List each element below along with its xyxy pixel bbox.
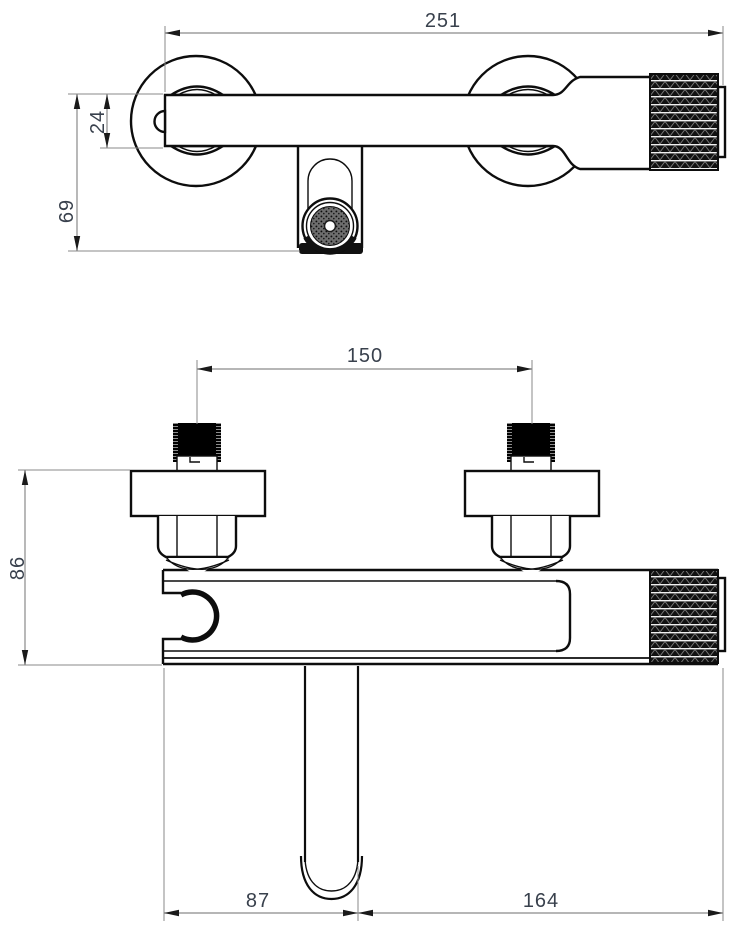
dimension-label-251: 251 bbox=[425, 10, 461, 32]
left-nut-upper-facet bbox=[166, 85, 228, 97]
arrowhead-right bbox=[708, 909, 723, 917]
handle-knurl-top-view bbox=[649, 73, 719, 171]
left-nipple-thread-left bbox=[173, 423, 178, 462]
left-flange bbox=[129, 469, 267, 518]
right-hex-nut bbox=[490, 516, 572, 559]
dimension-label-24: 24 bbox=[87, 110, 109, 134]
arrowhead-left bbox=[358, 909, 373, 917]
dimension-body-height: 24 bbox=[68, 93, 163, 149]
left-nipple-thread-right bbox=[216, 423, 221, 462]
left-nut-lower-chamfer bbox=[177, 145, 217, 153]
right-inlet bbox=[463, 423, 601, 559]
arrowhead-down bbox=[21, 650, 29, 665]
right-olive-connector bbox=[499, 556, 564, 576]
left-collar-step bbox=[189, 457, 200, 463]
faucet-body-top-view bbox=[163, 75, 653, 171]
right-flange bbox=[463, 469, 601, 518]
arrowhead-up bbox=[21, 470, 29, 485]
arrowhead-down bbox=[103, 133, 111, 148]
left-olive-connector bbox=[165, 556, 230, 576]
arrowhead-left bbox=[165, 29, 180, 37]
spout-tube-rounded-top bbox=[307, 158, 353, 212]
dimension-overall-length: 251 bbox=[164, 10, 724, 92]
olive-arc bbox=[165, 556, 230, 570]
arrowhead-right bbox=[517, 365, 532, 373]
front-view: 150 86 87 164 bbox=[7, 345, 727, 921]
dimension-label-86: 86 bbox=[7, 556, 29, 580]
dimension-inlet-spacing: 150 bbox=[196, 345, 533, 424]
aerator-center-hole bbox=[323, 219, 337, 233]
body-left-edge-upper bbox=[161, 570, 181, 595]
handle-end-cap-top-view bbox=[716, 85, 727, 159]
right-collar bbox=[510, 455, 552, 473]
handle-end-cap-front-view bbox=[716, 576, 727, 653]
olive-fill bbox=[502, 558, 560, 576]
dimension-label-164: 164 bbox=[523, 890, 559, 912]
handshower-hook bbox=[179, 589, 220, 643]
arrowhead-down bbox=[73, 236, 81, 251]
olive-arc bbox=[499, 556, 564, 570]
dimension-spout-and-handle-offsets: 87 164 bbox=[163, 668, 724, 921]
dimension-label-150: 150 bbox=[347, 345, 383, 367]
faucet-body-front-view bbox=[161, 568, 718, 666]
dimension-spout-drop: 69 bbox=[56, 94, 300, 252]
body-right-divider bbox=[555, 579, 572, 653]
top-view: 251 24 69 bbox=[56, 10, 727, 255]
right-nipple-thread-right bbox=[550, 423, 555, 462]
left-hex-nut bbox=[156, 516, 238, 559]
arrowhead-up bbox=[73, 94, 81, 109]
spout-dome-inner bbox=[304, 855, 359, 892]
dimension-overall-height: 86 bbox=[7, 469, 162, 666]
left-nut-upper-chamfer bbox=[177, 88, 217, 96]
right-nut-lower-chamfer bbox=[507, 145, 549, 153]
left-inlet bbox=[129, 423, 267, 559]
left-collar bbox=[176, 455, 218, 473]
body-left-edge-lower bbox=[161, 637, 181, 664]
arrowhead-right bbox=[343, 909, 358, 917]
left-nut-lower-facet bbox=[166, 144, 228, 156]
left-nut-end-bump bbox=[153, 109, 167, 134]
aerator-bottom-shadow bbox=[303, 235, 357, 255]
arrowhead-left bbox=[164, 909, 179, 917]
arrowhead-up bbox=[103, 94, 111, 109]
right-collar-step bbox=[523, 457, 534, 463]
right-nipple-thread-left bbox=[507, 423, 512, 462]
arrowhead-left bbox=[197, 365, 212, 373]
arrowhead-right bbox=[708, 29, 723, 37]
dimension-label-69: 69 bbox=[56, 199, 78, 223]
right-nut-upper-chamfer bbox=[507, 88, 549, 96]
spout-front-view bbox=[299, 666, 364, 901]
handle-knurl-front-view bbox=[649, 569, 719, 664]
olive-fill bbox=[168, 558, 226, 576]
dimension-label-87: 87 bbox=[246, 890, 270, 912]
spout-dome-outer bbox=[299, 855, 364, 901]
